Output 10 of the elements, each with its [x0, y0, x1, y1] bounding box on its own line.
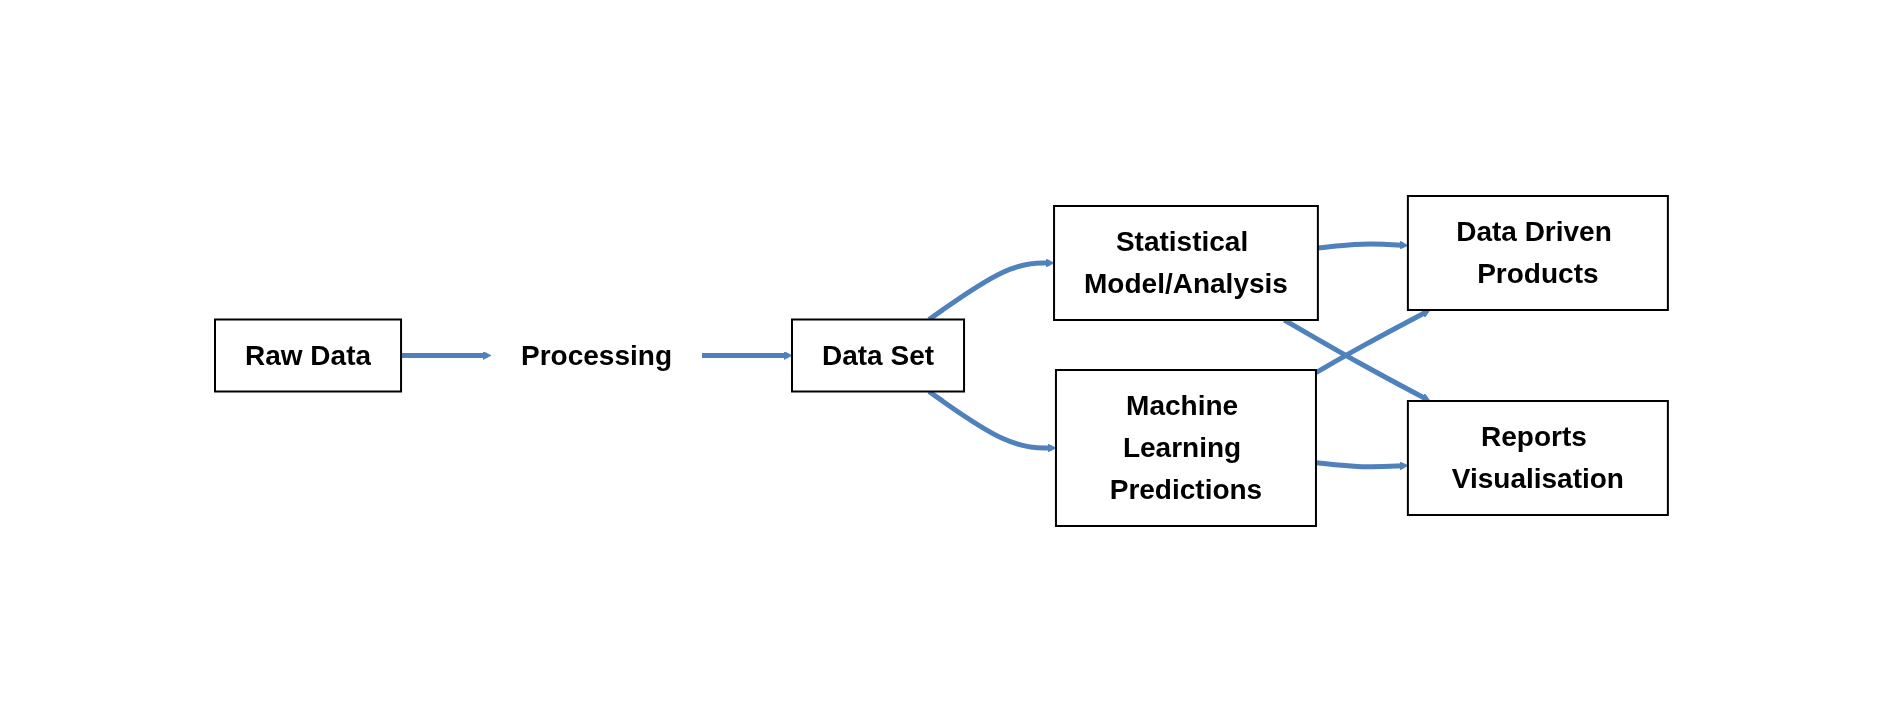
node-box: Raw Data	[214, 318, 403, 392]
node-box: Data Driven Products	[1406, 194, 1669, 311]
node-box: Machine Learning Predictions	[1055, 368, 1317, 527]
node-text: Processing	[521, 339, 673, 370]
arrow	[401, 350, 492, 360]
arrow	[702, 350, 793, 360]
node-box: Data Set	[791, 318, 966, 392]
node-box: Reports Visualisation	[1406, 399, 1669, 516]
arrow	[1314, 309, 1431, 375]
node-box: Statistical Model/Analysis	[1053, 204, 1319, 321]
